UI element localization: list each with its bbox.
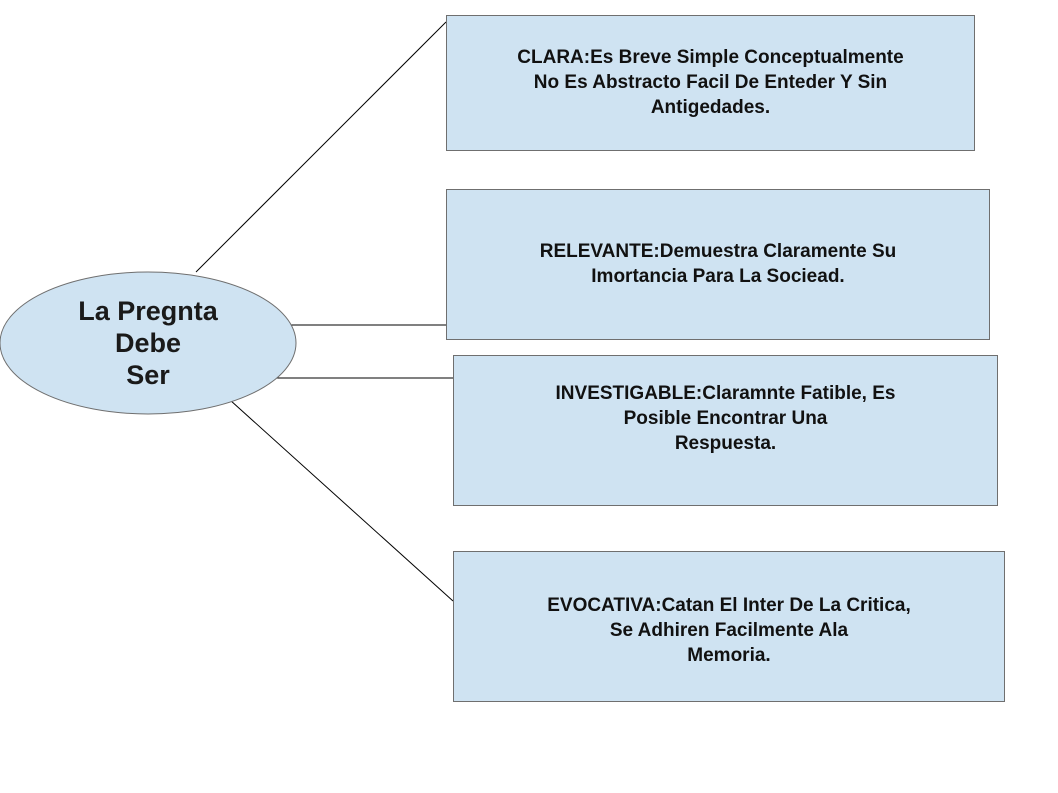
connector-line-clara	[195, 21, 447, 273]
branch-text-clara: CLARA:Es Breve Simple Conceptualmente No…	[517, 47, 904, 118]
branch-box-evocativa: EVOCATIVA:Catan El Inter De La Critica, …	[453, 551, 1005, 702]
branch-box-investigable: INVESTIGABLE:Claramnte Fatible, Es Posib…	[453, 355, 998, 506]
branch-box-relevante: RELEVANTE:Demuestra Claramente Su Imorta…	[446, 189, 990, 340]
branch-text-evocativa: EVOCATIVA:Catan El Inter De La Critica, …	[547, 595, 911, 666]
connector-line-evocativa	[229, 399, 454, 602]
central-node-ellipse	[0, 271, 297, 415]
branch-text-relevante: RELEVANTE:Demuestra Claramente Su Imorta…	[539, 241, 897, 287]
branch-text-investigable: INVESTIGABLE:Claramnte Fatible, Es Posib…	[555, 383, 896, 454]
branch-box-clara: CLARA:Es Breve Simple Conceptualmente No…	[446, 15, 975, 151]
